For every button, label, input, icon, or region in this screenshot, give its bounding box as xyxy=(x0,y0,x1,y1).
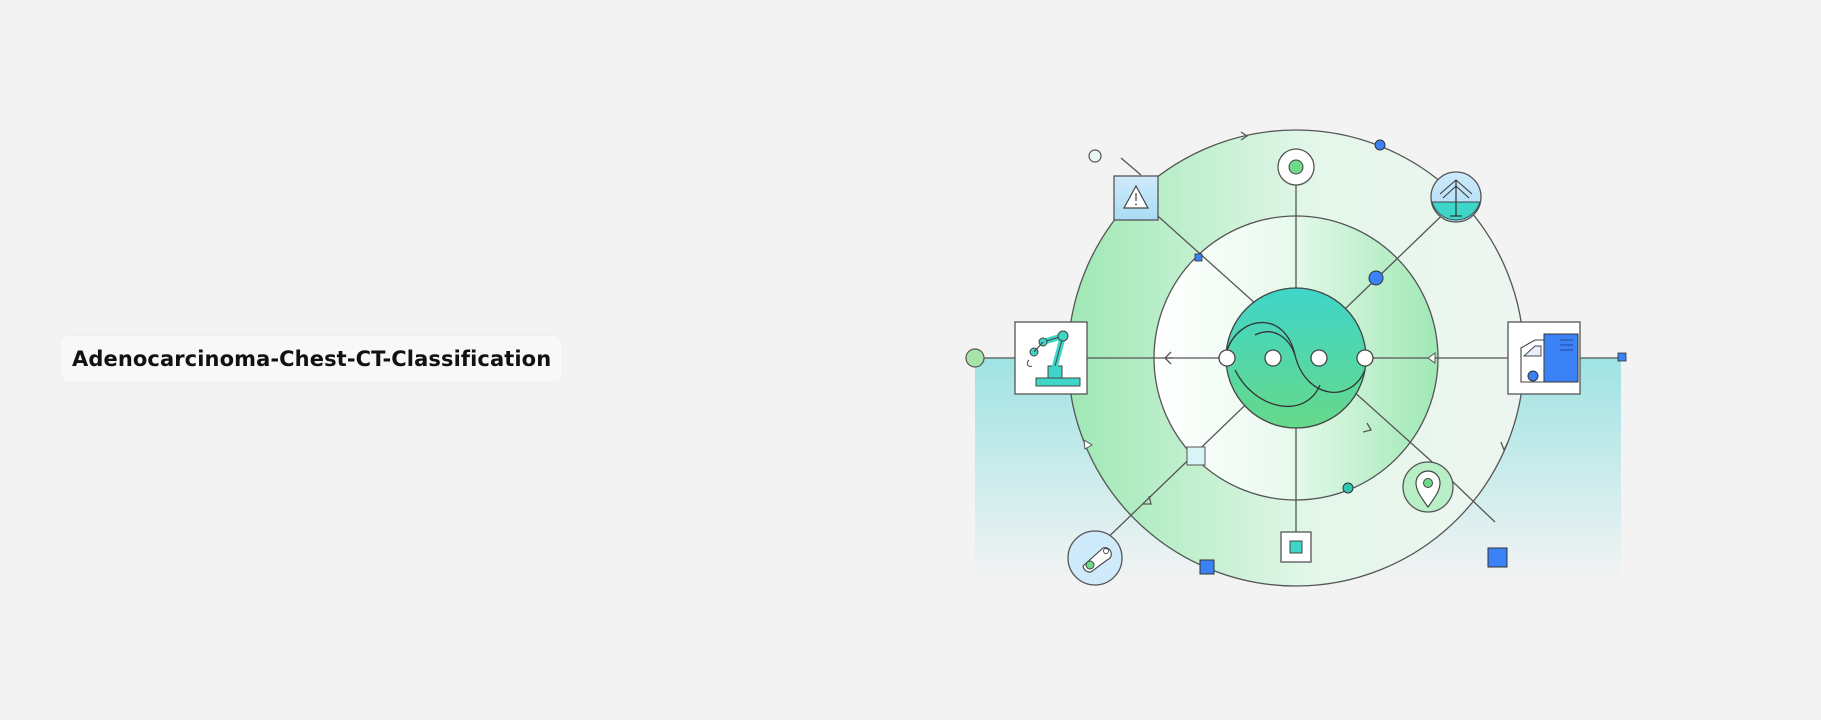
robot-arm-icon xyxy=(1014,321,1088,395)
blue-square xyxy=(1199,559,1215,575)
triangle-marker xyxy=(1083,439,1093,450)
page-title: Adenocarcinoma-Chest-CT-Classification xyxy=(72,347,552,371)
core-swirl xyxy=(1226,321,1366,408)
gear-icon xyxy=(1067,530,1123,586)
blue-dot xyxy=(1374,139,1386,151)
triangle-marker xyxy=(1427,352,1436,364)
blue-square xyxy=(1487,547,1508,568)
blue-dot xyxy=(1368,270,1384,286)
endpoint-dot xyxy=(965,348,985,368)
wind-turbine-icon xyxy=(1430,171,1482,223)
teal-dot xyxy=(1342,482,1354,494)
blue-square xyxy=(1617,352,1627,362)
hero-illustration xyxy=(965,129,1627,587)
endpoint-dot xyxy=(1088,149,1102,163)
node-square xyxy=(1186,446,1206,466)
location-pin-icon xyxy=(1402,461,1454,513)
title-chip: Adenocarcinoma-Chest-CT-Classification xyxy=(61,336,563,382)
delivery-truck-icon xyxy=(1507,321,1581,395)
warning-icon xyxy=(1113,175,1159,221)
stop-square-icon xyxy=(1280,531,1312,563)
flow-arrows xyxy=(1143,131,1509,505)
record-icon xyxy=(1277,148,1315,186)
core-nodes xyxy=(1218,349,1374,367)
blue-square xyxy=(1194,253,1203,262)
